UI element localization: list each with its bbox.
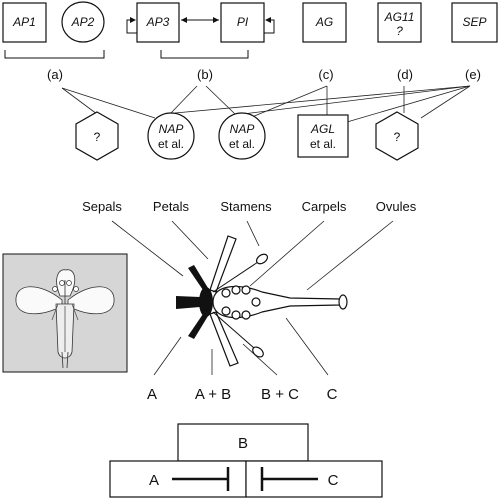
group-a-label: (a) [47, 67, 63, 82]
group-b-label: (b) [197, 67, 213, 82]
zone-leaders [153, 317, 329, 376]
abc-a-label: A [149, 472, 159, 489]
target-stamens: NAP et al. [218, 112, 266, 160]
group-connectors [61, 85, 471, 123]
gene-pi: PI [220, 2, 265, 43]
target-stamens-etal: et al. [229, 137, 255, 151]
zone-bc-label: B + C [261, 386, 299, 403]
gene-sep: SEP [451, 2, 498, 43]
bracket-b [160, 50, 249, 59]
gene-ap1: AP1 [2, 2, 47, 43]
target-sepals: ? [75, 111, 119, 161]
target-ovules: ? [375, 111, 419, 161]
gene-ag: AG [302, 2, 347, 43]
gene-ap1-label: AP1 [12, 15, 36, 29]
organ-petals-label: Petals [153, 199, 190, 214]
organ-carpels-label: Carpels [302, 199, 347, 214]
abc-b-label: B [238, 435, 248, 452]
abc-b-box [177, 423, 309, 462]
bracket-a [4, 50, 105, 59]
target-carpels: AGL et al. [297, 114, 349, 158]
target-sepals-unknown: ? [94, 130, 101, 144]
gene-ap2: AP2 [61, 1, 105, 43]
group-d-label: (d) [397, 67, 413, 82]
zone-a-label: A [147, 386, 157, 403]
organ-leaders [111, 220, 394, 291]
organ-stamens-label: Stamens [220, 199, 272, 214]
abc-c-label: C [328, 472, 339, 489]
abc-model: B A C [109, 423, 383, 498]
gene-ap3: AP3 [136, 2, 180, 43]
target-petals-etal: et al. [158, 137, 184, 151]
group-c-label: (c) [318, 67, 333, 82]
target-petals-nap: NAP [159, 122, 184, 136]
gene-pi-label: PI [237, 15, 249, 29]
gene-ag-label: AG [315, 15, 333, 29]
target-stamens-nap: NAP [230, 122, 255, 136]
gene-ap2-label: AP2 [71, 15, 95, 29]
target-carpels-agl: AGL [310, 122, 335, 136]
gene-sep-label: SEP [462, 15, 486, 29]
gene-ag11-label: AG11 [384, 10, 415, 24]
zone-ab-label: A + B [195, 386, 231, 403]
gene-ap3-label: AP3 [146, 15, 170, 29]
flower-schematic [176, 235, 348, 367]
flower-illustration [2, 253, 128, 373]
organ-sepals-label: Sepals [82, 199, 122, 214]
target-ovules-unknown: ? [394, 130, 401, 144]
gene-ag11: AG11 ? [377, 2, 422, 43]
target-petals: NAP et al. [147, 112, 195, 160]
ap3-pi-arrows [126, 17, 275, 34]
gene-ag11-question: ? [396, 24, 403, 38]
group-e-label: (e) [465, 67, 481, 82]
zone-c-label: C [327, 386, 338, 403]
target-carpels-etal: et al. [310, 137, 336, 151]
organ-ovules-label: Ovules [376, 199, 417, 214]
